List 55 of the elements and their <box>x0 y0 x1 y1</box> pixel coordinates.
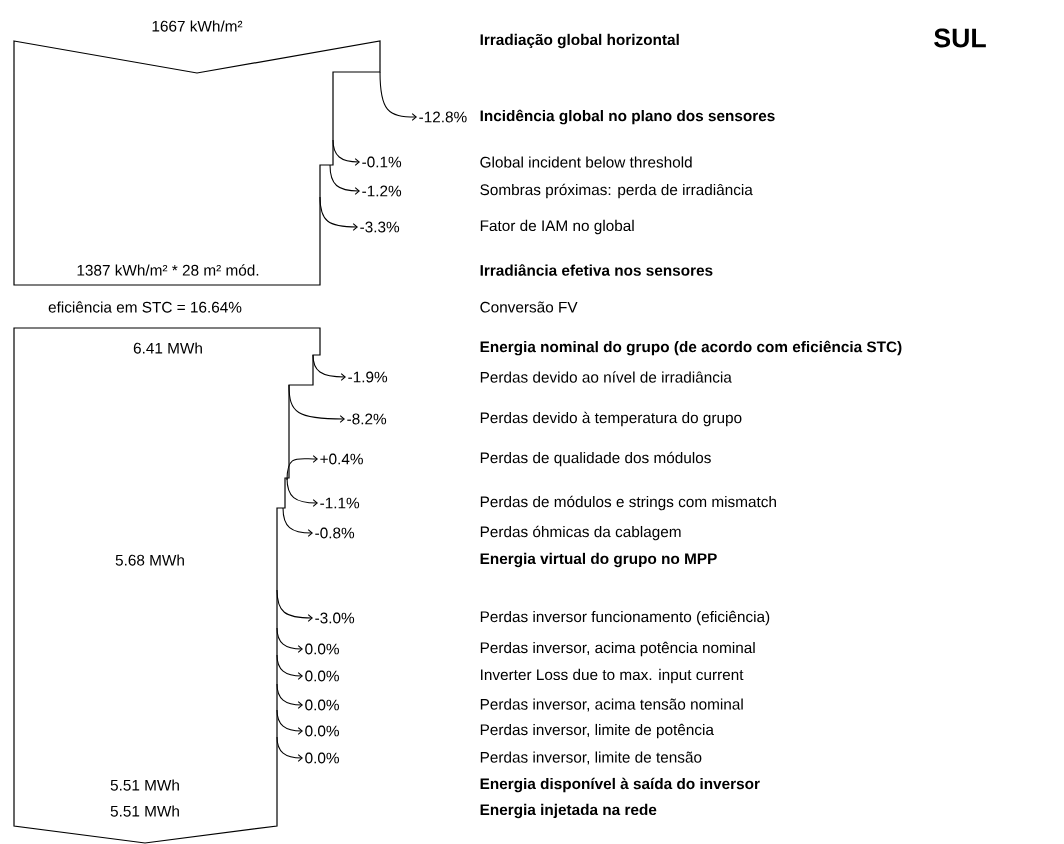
loss-arrow <box>276 627 303 653</box>
stage-label: Perdas inversor, acima potência nominal <box>480 641 755 657</box>
loss-arrow <box>276 736 303 762</box>
loss-arrow <box>319 196 358 231</box>
stage-label: Energia virtual do grupo no MPP <box>480 552 717 568</box>
stage-label: Perdas de módulos e strings com mismatch <box>480 495 776 511</box>
loss-arrow <box>276 709 303 735</box>
loss-percentage: -0.8% <box>315 527 355 539</box>
loss-arrow <box>332 139 360 166</box>
loss-arrow <box>329 164 360 195</box>
stage-label: Perdas de qualidade dos módulos <box>480 451 711 467</box>
stage-label: Conversão FV <box>480 301 578 313</box>
loss-percentage: -3.3% <box>360 221 400 233</box>
loss-arrow <box>282 507 313 537</box>
node-label: 1667 kWh/m² <box>152 20 243 32</box>
loss-arrow <box>288 384 345 423</box>
stage-label: Perdas devido ao nível de irradiância <box>480 371 732 383</box>
loss-percentage: -0.1% <box>362 156 402 168</box>
stage-label: Perdas inversor, acima tensão nominal <box>480 698 743 712</box>
loss-arrow <box>286 455 318 481</box>
loss-percentage: 0.0% <box>305 699 339 711</box>
stage-label: Energia disponível à saída do inversor <box>480 777 760 793</box>
stage-label: Inverter Loss due to max. input current <box>481 668 744 684</box>
stage-label: Perdas inversor funcionamento (eficiência) <box>480 610 770 626</box>
stage-label: eficiência em STC = 16.64% <box>48 301 242 313</box>
stage-label: Perdas devido à temperatura do grupo <box>480 411 742 427</box>
loss-percentage: -12.8% <box>419 111 467 123</box>
loss-percentage: 0.0% <box>305 752 339 764</box>
stage-label: Perdas inversor, limite de tensão <box>480 751 702 765</box>
loss-percentage: +0.4% <box>320 453 363 465</box>
loss-percentage: 0.0% <box>305 670 339 682</box>
stage-label: Global incident below threshold <box>480 156 692 168</box>
loss-percentage: -1.9% <box>348 371 388 383</box>
loss-percentage: 0.0% <box>305 643 339 655</box>
stage-label: Incidência global no plano dos sensores <box>480 109 775 125</box>
loss-arrow <box>276 683 303 709</box>
loss-percentage: -1.2% <box>362 185 402 197</box>
stage-label: Irradiação global horizontal <box>480 33 679 49</box>
stage-label: Perdas óhmicas da cablagem <box>480 525 681 541</box>
loss-arrow <box>312 354 346 381</box>
diagram-title: SUL <box>934 28 986 48</box>
stage-label: Energia nominal do grupo (de acordo com eficiência STC) <box>480 340 902 356</box>
stage-label: Perdas inversor, limite de potência <box>480 723 714 739</box>
stage-label: Energia injetada na rede <box>480 803 657 819</box>
stage-label: Irradiância efetiva nos sensores <box>480 264 713 276</box>
loss-arrow <box>379 71 417 121</box>
loss-arrow <box>276 589 313 622</box>
loss-arrow <box>286 477 318 507</box>
loss-percentage: 0.0% <box>305 725 339 737</box>
loss-percentage: -1.1% <box>320 497 360 509</box>
loss-percentage: -8.2% <box>347 413 387 425</box>
loss-arrow <box>276 654 303 680</box>
loss-percentage: -3.0% <box>315 612 355 624</box>
stage-label: Sombras próximas: perda de irradiância <box>480 183 753 199</box>
stage-label: Fator de IAM no global <box>480 219 634 235</box>
